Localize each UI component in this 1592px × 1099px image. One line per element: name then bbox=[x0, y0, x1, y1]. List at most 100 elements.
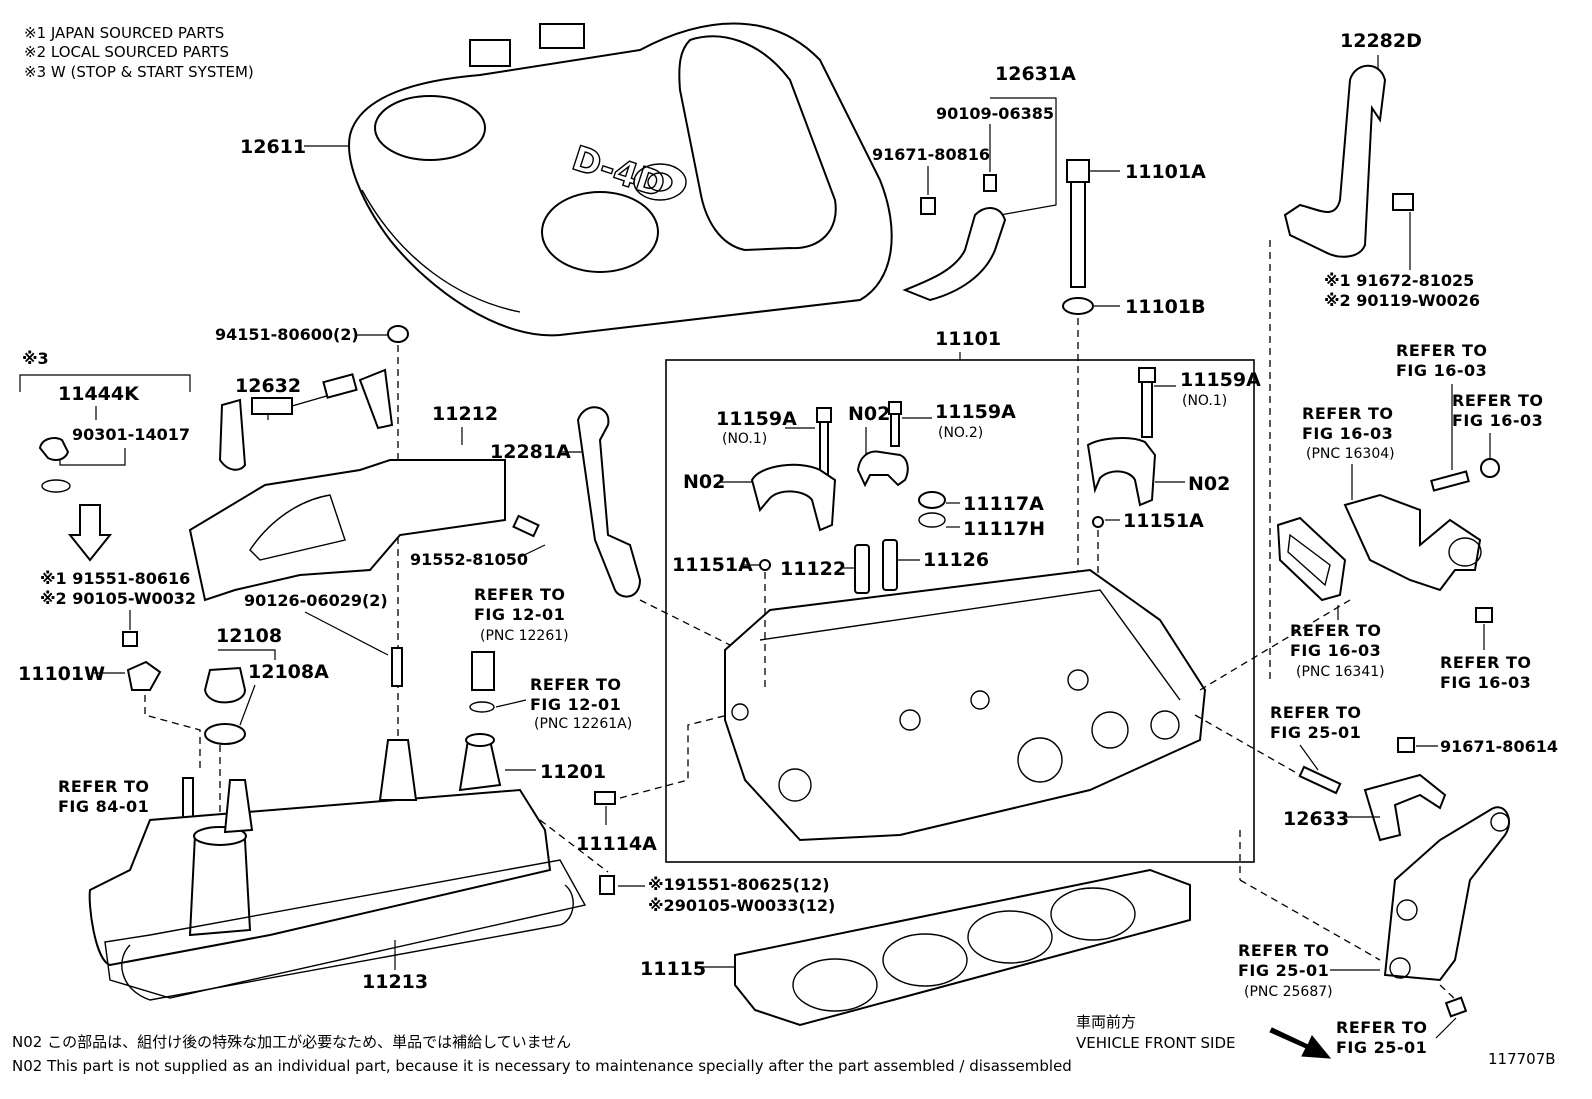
cover-tab-right bbox=[539, 23, 585, 49]
ref-fig16-c-line3: (PNC 16304) bbox=[1306, 446, 1395, 462]
hanger-12281A bbox=[576, 406, 642, 598]
label-11101W: 11101W bbox=[18, 663, 105, 685]
alternator-bracket-hole-1 bbox=[1396, 899, 1418, 921]
bolt-91671-80614 bbox=[1397, 737, 1415, 753]
label-12108: 12108 bbox=[216, 625, 282, 647]
label-11101: 11101 bbox=[935, 328, 1001, 350]
ref-fig25-b-line1: REFER TO bbox=[1238, 941, 1330, 960]
label-91672-81025: ※1 91672-81025 bbox=[1324, 271, 1474, 290]
gasket-11213 bbox=[104, 859, 587, 999]
gasket-12108A bbox=[204, 723, 246, 745]
bolt-shank-11101A bbox=[1070, 181, 1086, 288]
bolt-fig25-c bbox=[1444, 996, 1468, 1018]
head-hole-2 bbox=[899, 709, 921, 731]
ref-fig16-d-line3: (PNC 16341) bbox=[1296, 664, 1385, 680]
water-outlet-body bbox=[1343, 493, 1482, 592]
label-11122: 11122 bbox=[780, 558, 846, 580]
bracket-12631A bbox=[902, 174, 1007, 302]
ref-fig12-a: REFER TO FIG 12-01 (PNC 12261) bbox=[474, 585, 569, 644]
guide-11122 bbox=[854, 544, 870, 594]
dash-water-outlet bbox=[1199, 599, 1351, 691]
cap-N02-right bbox=[1086, 437, 1157, 507]
sensor-11444K bbox=[38, 437, 70, 461]
ref-fig12-a-line1: REFER TO bbox=[474, 585, 566, 604]
head-cover-oil-neck bbox=[188, 833, 252, 937]
cap-N02-large bbox=[750, 463, 837, 532]
leader-fig25-c bbox=[1435, 1017, 1457, 1039]
cylinder-head-block bbox=[724, 568, 1207, 842]
bolt-91671-80816 bbox=[920, 197, 936, 215]
label-90105-W0033: ※290105-W0033(12) bbox=[648, 896, 835, 915]
label-12281A: 12281A bbox=[490, 441, 571, 463]
label-12108A: 12108A bbox=[248, 661, 329, 683]
water-outlet-port bbox=[1448, 537, 1482, 567]
vehicle-front-en: VEHICLE FRONT SIDE bbox=[1076, 1034, 1236, 1052]
ref-fig16-e-line2: FIG 16-03 bbox=[1440, 673, 1531, 692]
bolt-fig16-e bbox=[1475, 607, 1493, 623]
ref-fig16-e: REFER TO FIG 16-03 bbox=[1440, 653, 1531, 692]
label-11213: 11213 bbox=[362, 971, 428, 993]
ref-fig12-b-line2: FIG 12-01 bbox=[530, 695, 621, 714]
bracket-12633 bbox=[1363, 773, 1447, 842]
label-12632: 12632 bbox=[235, 375, 301, 397]
cover-cup-right bbox=[541, 191, 659, 273]
label-11159A-2-sub: (NO.2) bbox=[938, 425, 983, 441]
figure-id: 117707B bbox=[1488, 1050, 1556, 1068]
cover-tab-left bbox=[469, 39, 511, 67]
leader-12631A bbox=[990, 97, 1057, 216]
gasket-bore-4 bbox=[1050, 887, 1136, 941]
hanger-12282D bbox=[1283, 64, 1387, 258]
head-cover-boss-2 bbox=[378, 739, 418, 801]
ref-fig16-a: REFER TO FIG 16-03 bbox=[1396, 341, 1487, 380]
leader-fig25-a bbox=[1299, 744, 1319, 771]
header-notes: ※1 JAPAN SOURCED PARTS ※2 LOCAL SOURCED … bbox=[24, 24, 254, 81]
label-11151A-b: 11151A bbox=[1123, 510, 1204, 532]
gasket-inner-16341 bbox=[1287, 533, 1331, 587]
label-12611: 12611 bbox=[240, 136, 306, 158]
rod-12632 bbox=[291, 394, 331, 407]
ref-fig16-d-line2: FIG 16-03 bbox=[1290, 641, 1381, 660]
stud-90126 bbox=[391, 647, 403, 687]
gasket-pnc-16341 bbox=[1276, 516, 1347, 602]
label-12633: 12633 bbox=[1283, 808, 1349, 830]
label-11101B: 11101B bbox=[1125, 296, 1206, 318]
seal-11117A bbox=[918, 491, 946, 509]
ref-fig25-c: REFER TO FIG 25-01 bbox=[1336, 1018, 1428, 1057]
label-11117A: 11117A bbox=[963, 493, 1044, 515]
vehicle-front-jp: 車両前方 bbox=[1076, 1013, 1136, 1031]
label-11126: 11126 bbox=[923, 549, 989, 571]
cover-cup-left bbox=[374, 95, 486, 161]
nut-94151 bbox=[387, 325, 409, 343]
label-90105-W0032: ※2 90105-W0032 bbox=[40, 589, 196, 608]
label-11444K: 11444K bbox=[58, 383, 140, 405]
head-port-2 bbox=[1017, 737, 1063, 783]
label-11212: 11212 bbox=[432, 403, 498, 425]
ref-fig16-b-line2: FIG 16-03 bbox=[1452, 411, 1543, 430]
leader-fig12-b bbox=[495, 699, 527, 708]
label-12631A: 12631A bbox=[995, 63, 1076, 85]
pin-11114A bbox=[594, 791, 616, 805]
head-port-4 bbox=[1150, 710, 1180, 740]
leader-90126 bbox=[304, 611, 389, 656]
bolt-91551-80616 bbox=[122, 631, 138, 647]
head-gasket-11115 bbox=[734, 868, 1191, 1027]
label-90301-14017: 90301-14017 bbox=[72, 425, 190, 444]
label-11101A: 11101A bbox=[1125, 161, 1206, 183]
head-cover-boss-1 bbox=[223, 779, 254, 834]
bolt-11159A-3 bbox=[1141, 381, 1153, 438]
alternator-bracket-hole-2 bbox=[1389, 957, 1411, 979]
label-90119-W0026: ※2 90119-W0026 bbox=[1324, 291, 1480, 310]
ring-11117H bbox=[918, 512, 946, 528]
bolt-11159A-1 bbox=[819, 421, 829, 478]
guide-11126 bbox=[882, 539, 898, 591]
cylinder-head-edge bbox=[759, 589, 1181, 701]
ref-fig84-line1: REFER TO bbox=[58, 777, 150, 796]
oring-90301 bbox=[41, 479, 71, 493]
stud-fig84 bbox=[182, 777, 194, 819]
damper-12632 bbox=[251, 397, 293, 415]
dash-12281A bbox=[639, 599, 741, 651]
label-11159A-1-sub: (NO.1) bbox=[722, 431, 767, 447]
ref-fig25-c-line1: REFER TO bbox=[1336, 1018, 1428, 1037]
label-12282D: 12282D bbox=[1340, 30, 1422, 52]
head-hole-1 bbox=[731, 703, 749, 721]
